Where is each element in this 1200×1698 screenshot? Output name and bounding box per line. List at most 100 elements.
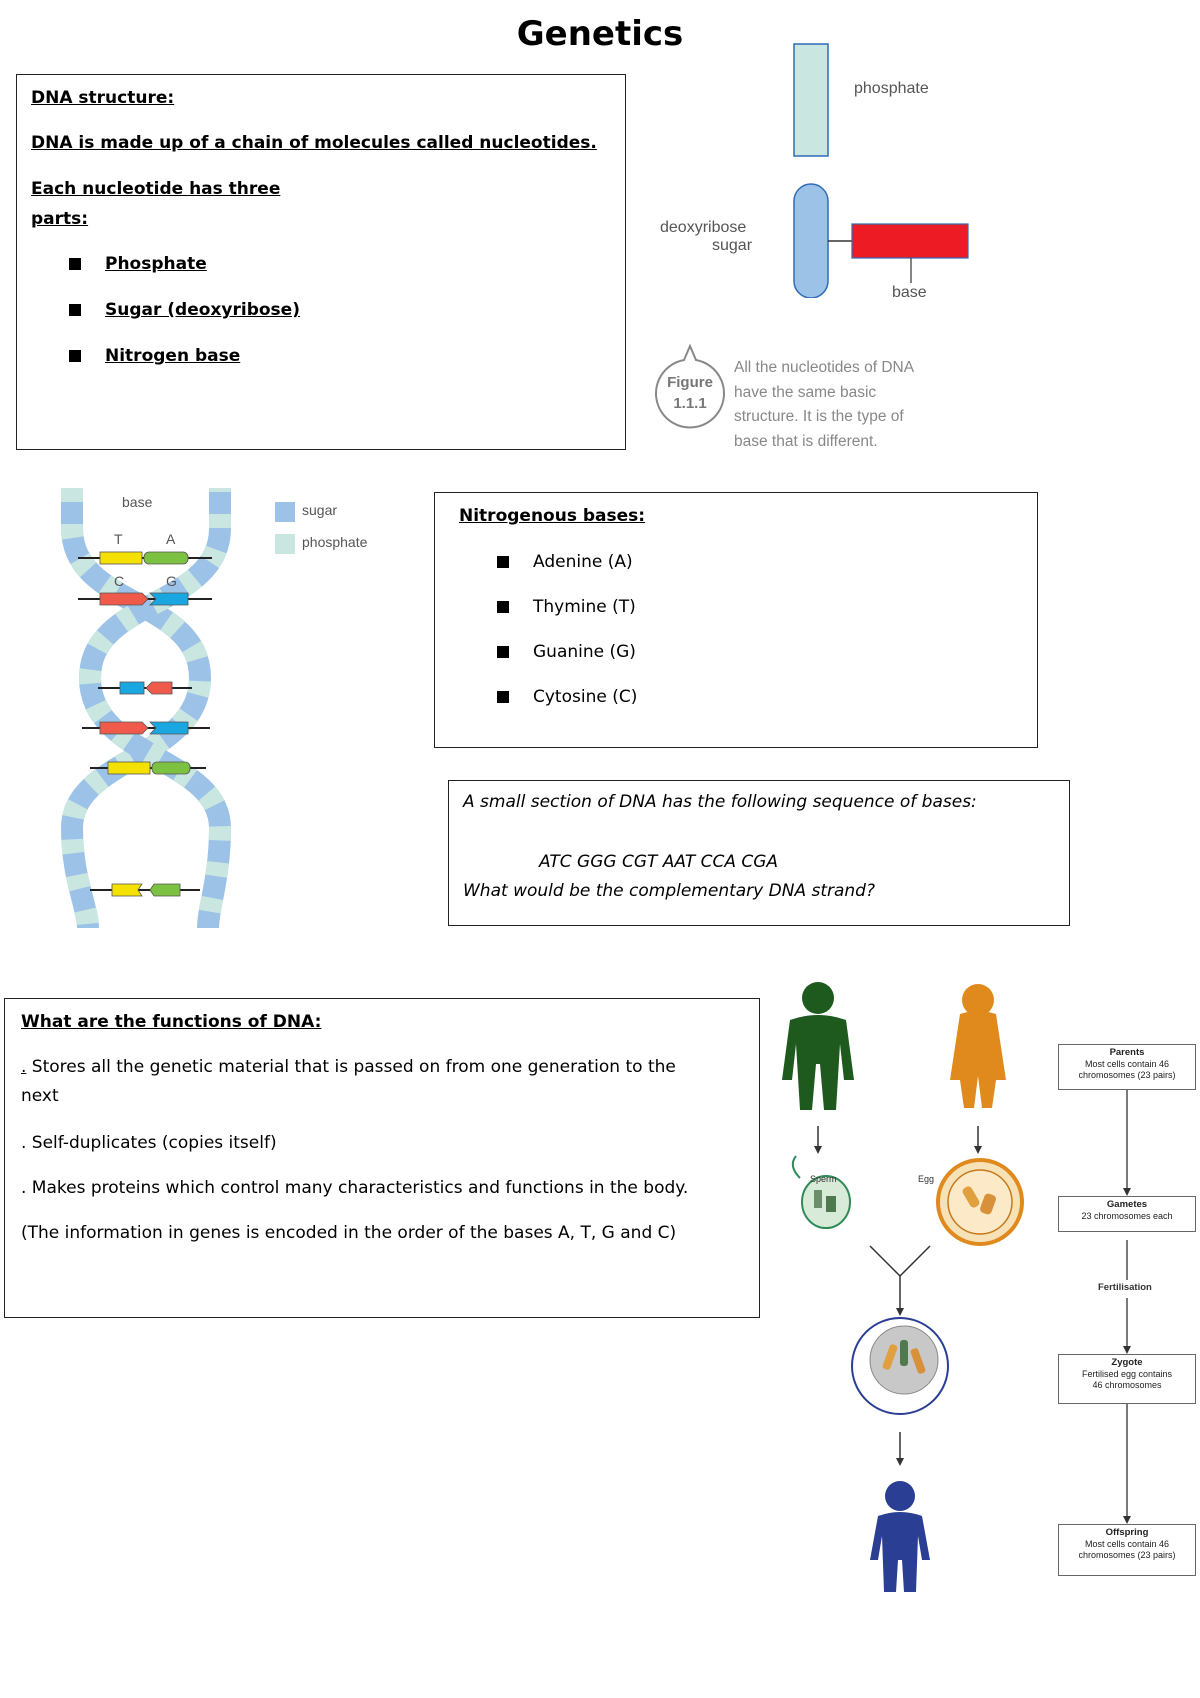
base-label: Guanine (G) <box>533 642 636 662</box>
sequence-question: What would be the complementary DNA stra… <box>463 881 875 901</box>
sugar-shape <box>793 183 829 298</box>
base-pair-gc-2 <box>98 681 192 695</box>
dna-structure-heading: DNA structure: <box>31 88 175 108</box>
chromosome-flowchart: Parents Most cells contain 46 chromosome… <box>1048 1030 1198 1620</box>
zygote-text-2: 46 chromosomes <box>1092 1380 1162 1391</box>
base-pair-ta-4 <box>90 761 206 775</box>
base-pair-ta-5 <box>90 883 200 897</box>
part-label: Sugar (deoxyribose) <box>105 300 300 320</box>
dna-functions-box: What are the functions of DNA: . Stores … <box>4 998 760 1318</box>
figure-number: 1.1.1 <box>673 395 707 412</box>
base-pair-ta-1 <box>78 551 212 565</box>
male-figure-icon <box>782 982 854 1110</box>
helix-diagram <box>60 488 232 929</box>
three-parts-line-2: parts: <box>31 209 89 229</box>
gametes-box: Gametes 23 chromosomes each <box>1058 1196 1196 1232</box>
part-label: Phosphate <box>105 254 207 274</box>
female-figure-icon <box>950 984 1006 1108</box>
base-adenine: Adenine (A) <box>497 551 633 573</box>
letter-t: T <box>114 531 123 547</box>
bullet-square-icon <box>69 350 81 363</box>
sugar-label-2: sugar <box>712 237 753 254</box>
part-phosphate: Phosphate <box>69 253 207 275</box>
nucleotide-diagram <box>793 43 969 298</box>
function-item-2: . Self-duplicates (copies itself) <box>21 1133 277 1153</box>
legend-phosphate-label: phosphate <box>302 534 368 550</box>
function-item-4: (The information in genes is encoded in … <box>21 1223 677 1243</box>
function-item-1-cont: next <box>21 1086 59 1106</box>
sequence-bases: ATC GGG CGT AAT CCA CGA <box>539 852 779 872</box>
function-item-1-dot: . <box>21 1057 27 1077</box>
page-title: Genetics <box>516 14 684 54</box>
sperm-cell-icon <box>791 1155 851 1229</box>
base-thymine: Thymine (T) <box>497 596 636 618</box>
parents-title: Parents <box>1109 1047 1145 1058</box>
bullet-square-icon <box>497 646 509 659</box>
helix-strand-right-phosphate <box>78 488 232 929</box>
double-helix-figure: base T A C G sugar phosphate <box>60 488 400 933</box>
bullet-square-icon <box>497 691 509 704</box>
base-pair-cg-3 <box>82 721 210 735</box>
sequence-intro: A small section of DNA has the following… <box>463 792 977 812</box>
base-shape <box>851 223 969 259</box>
reproduction-diagram <box>782 982 1024 1592</box>
bullet-square-icon <box>497 556 509 569</box>
offspring-box: Offspring Most cells contain 46 chromoso… <box>1058 1524 1196 1576</box>
egg-label: Egg <box>918 1174 935 1184</box>
bullet-square-icon <box>69 304 81 317</box>
zygote-cell-icon <box>851 1317 949 1415</box>
nitrogenous-heading: Nitrogenous bases: <box>459 506 646 526</box>
egg-cell-icon <box>936 1158 1024 1246</box>
letter-c: C <box>114 573 125 589</box>
caption-line: All the nucleotides of DNA <box>734 359 915 376</box>
child-figure-icon <box>870 1481 930 1592</box>
base-label: Cytosine (C) <box>533 687 638 707</box>
phosphate-shape <box>793 43 829 157</box>
legend-sugar-label: sugar <box>302 502 338 518</box>
nucleotide-figure: phosphate deoxyribose sugar base Figure … <box>650 38 980 458</box>
nucleotide-sentence: DNA is made up of a chain of molecules c… <box>31 133 597 153</box>
caption-line: structure. It is the type of <box>734 408 904 425</box>
zygote-box: Zygote Fertilised egg contains 46 chromo… <box>1058 1354 1196 1404</box>
base-label: base <box>892 284 927 301</box>
base-cytosine: Cytosine (C) <box>497 686 637 708</box>
letter-g: G <box>166 573 177 589</box>
functions-heading: What are the functions of DNA: <box>21 1012 322 1032</box>
parents-text-2: chromosomes (23 pairs) <box>1078 1070 1176 1081</box>
base-label: Thymine (T) <box>533 597 636 617</box>
sperm-label: Sperm <box>810 1174 837 1184</box>
parents-box: Parents Most cells contain 46 chromosome… <box>1058 1044 1196 1090</box>
helix-strand-left-phosphate <box>60 488 212 929</box>
function-item-3: . Makes proteins which control many char… <box>21 1178 689 1198</box>
letter-a: A <box>166 531 176 547</box>
dna-structure-box: DNA structure: DNA is made up of a chain… <box>16 74 626 450</box>
legend-sugar-swatch <box>275 502 295 522</box>
zygote-text-1: Fertilised egg contains <box>1081 1368 1173 1379</box>
function-item-1: . Stores all the genetic material that i… <box>21 1056 751 1078</box>
bullet-square-icon <box>69 258 81 271</box>
nitrogenous-bases-box: Nitrogenous bases: Adenine (A) Thymine (… <box>434 492 1038 748</box>
figure-caption: All the nucleotides of DNA have the same… <box>734 356 914 454</box>
sugar-label-1: deoxyribose <box>660 219 747 236</box>
base-label: Adenine (A) <box>533 552 633 572</box>
parents-text-1: Most cells contain 46 <box>1084 1058 1170 1069</box>
zygote-title: Zygote <box>1111 1357 1143 1368</box>
bullet-square-icon <box>497 601 509 614</box>
sequence-question-box: A small section of DNA has the following… <box>448 780 1070 926</box>
figure-word: Figure <box>667 374 713 391</box>
legend-phosphate-swatch <box>275 534 295 554</box>
caption-line: base that is different. <box>734 432 878 450</box>
reproduction-figure: Sperm Egg <box>770 980 1040 1620</box>
part-nitrogen-base: Nitrogen base <box>69 345 240 367</box>
gametes-text: 23 chromosomes each <box>1081 1210 1173 1221</box>
caption-line: have the same basic <box>734 383 877 401</box>
gametes-title: Gametes <box>1106 1199 1148 1210</box>
helix-base-label: base <box>122 494 153 510</box>
offspring-title: Offspring <box>1105 1527 1149 1538</box>
base-guanine: Guanine (G) <box>497 641 636 663</box>
fertilisation-label: Fertilisation <box>1098 1282 1152 1293</box>
offspring-text-2: chromosomes (23 pairs) <box>1078 1550 1176 1561</box>
base-pair-cg-1 <box>78 592 212 606</box>
three-parts-line-1: Each nucleotide has three <box>31 179 281 199</box>
function-item-1-text: Stores all the genetic material that is … <box>26 1057 676 1077</box>
